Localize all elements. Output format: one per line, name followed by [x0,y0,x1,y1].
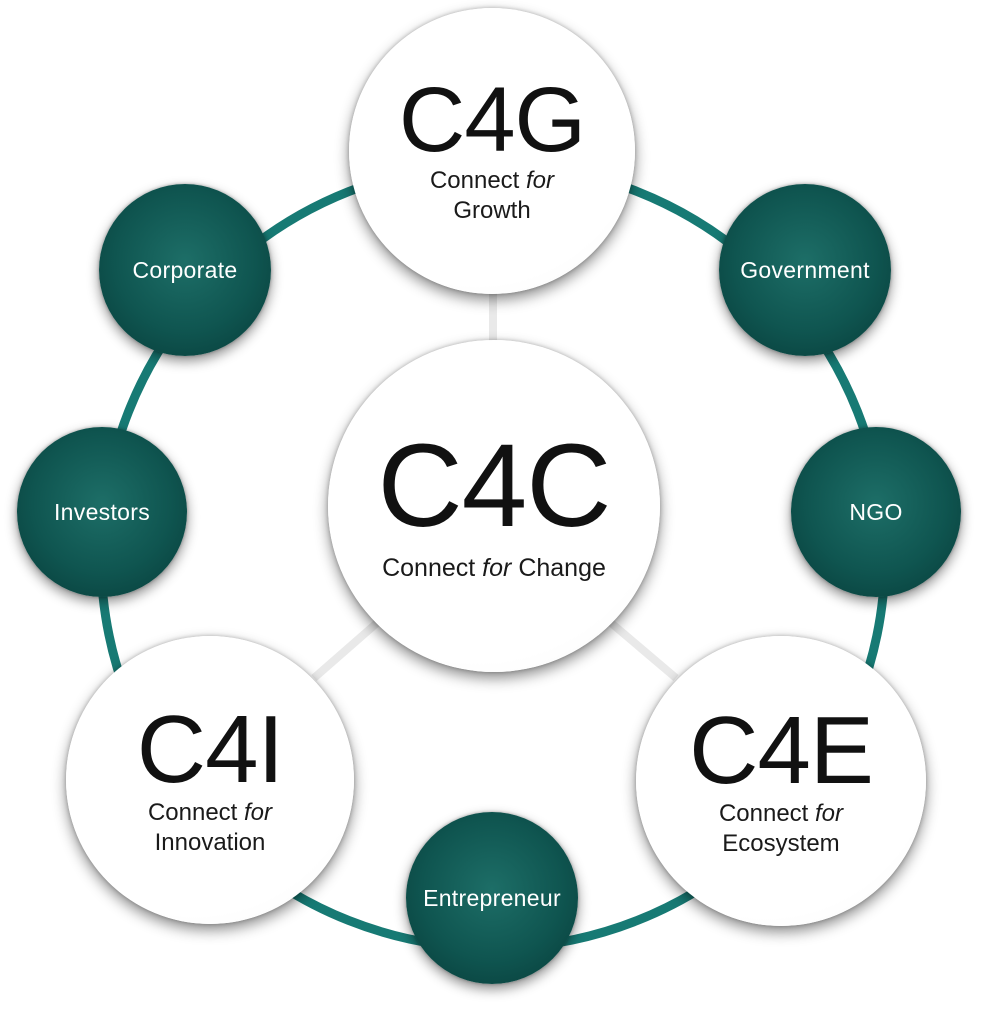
hub-c4g-rest: Growth [453,197,531,224]
hub-c4e-connect: Connect [718,800,809,827]
stakeholder-corporate-label: Corporate [132,256,238,283]
hub-c4g-code: C4G [398,69,586,171]
hub-c4e: C4E Connect for Ecosystem [636,636,926,926]
hub-c4g-tagline: Connect for Growth [430,166,554,226]
stakeholder-ngo: NGO [791,427,961,597]
hub-c4c-code: C4C [377,420,611,553]
hub-c4g-connect: Connect [429,167,520,194]
stakeholder-investors: Investors [17,427,187,597]
hub-c4g-for: for [526,167,555,194]
connector-left [311,618,381,682]
hub-c4c-tagline: Connect for Change [382,553,606,584]
connector-right [607,618,679,682]
hub-c4i-connect: Connect [147,799,238,826]
hub-c4c: C4C Connect for Change [328,340,660,672]
hub-c4e-tagline: Connect for Ecosystem [719,799,843,859]
stakeholder-entrepreneur-label: Entrepreneur [423,884,561,911]
stakeholder-entrepreneur: Entrepreneur [406,812,578,984]
hub-c4i-rest: Innovation [154,829,266,856]
hub-c4e-code: C4E [689,697,874,804]
hub-c4e-for: for [815,800,844,827]
stakeholder-government-label: Government [740,256,870,283]
hub-c4c-for: for [482,554,512,583]
hub-c4i: C4I Connect for Innovation [66,636,354,924]
stakeholder-government: Government [719,184,891,356]
hub-c4e-rest: Ecosystem [722,830,840,857]
stakeholder-corporate: Corporate [99,184,271,356]
hub-c4i-code: C4I [136,696,284,803]
hub-c4c-rest: Change [518,554,606,583]
hub-c4c-connect: Connect [382,554,476,583]
hub-c4i-tagline: Connect for Innovation [148,798,272,858]
stakeholder-ngo-label: NGO [849,498,903,525]
stakeholder-investors-label: Investors [53,498,150,525]
hub-c4g: C4G Connect for Growth [349,8,635,294]
hub-c4i-for: for [244,799,273,826]
